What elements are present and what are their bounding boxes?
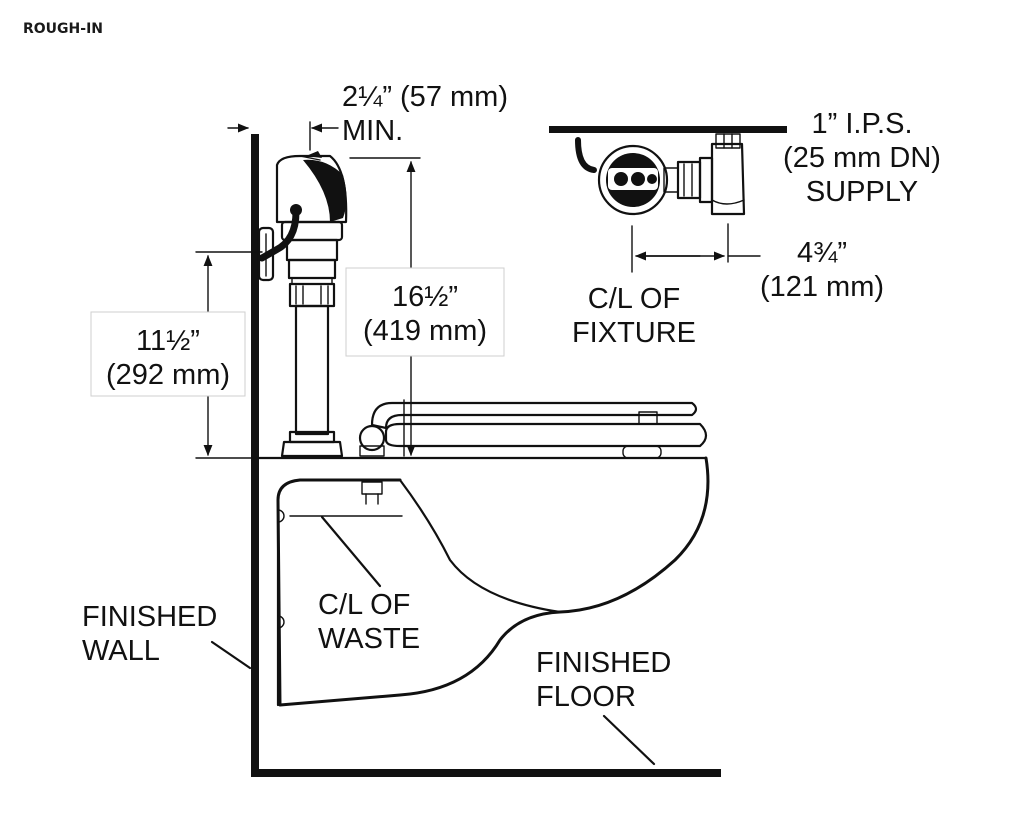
handle-offset-dimension xyxy=(631,223,761,273)
supply-label-line1: 1” I.P.S. xyxy=(811,108,912,140)
floor-label-line1: FINISHED xyxy=(536,647,671,679)
toilet-seat xyxy=(358,401,708,459)
toilet-bowl xyxy=(257,456,710,707)
plan-wall-bar xyxy=(549,126,787,133)
handle-offset-label-line1: 4¾” xyxy=(797,237,847,269)
offset-min-label: MIN. xyxy=(342,115,403,147)
plan-view-valve xyxy=(575,133,746,216)
fixture-height-dimension xyxy=(349,157,421,457)
fixture-height-box xyxy=(345,267,505,357)
valve-height-label-line1: 11½” xyxy=(136,325,200,357)
valve-height-label-line2: (292 mm) xyxy=(106,359,230,391)
flushometer-valve xyxy=(257,151,348,458)
floor-leader-line xyxy=(602,714,656,766)
finished-wall xyxy=(251,134,259,777)
offset-value-label: 2¼” (57 mm) xyxy=(342,81,508,113)
fixture-height-label-line2: (419 mm) xyxy=(363,315,487,347)
fixture-height-label-line1: 16½” xyxy=(392,281,458,313)
fixture-cl-label-line1: C/L OF xyxy=(588,283,680,315)
sensor-window xyxy=(303,159,347,222)
wall-label-line2: WALL xyxy=(82,635,160,667)
finished-floor xyxy=(251,769,721,777)
wall-leader-line xyxy=(210,640,252,670)
supply-label-line2: (25 mm DN) xyxy=(783,142,941,174)
fixture-cl-label-line2: FIXTURE xyxy=(572,317,696,349)
wall-label-line1: FINISHED xyxy=(82,601,217,633)
waste-leader-line xyxy=(320,515,382,588)
waste-cl-label-line2: WASTE xyxy=(318,623,420,655)
waste-cl-label-line1: C/L OF xyxy=(318,589,410,621)
valve-height-box xyxy=(90,311,246,397)
handle-offset-label-line2: (121 mm) xyxy=(760,271,884,303)
section-heading: ROUGH-IN xyxy=(23,21,103,37)
floor-label-line2: FLOOR xyxy=(536,681,636,713)
supply-label-line3: SUPPLY xyxy=(806,176,918,208)
offset-dimension xyxy=(227,121,339,151)
valve-height-dimension xyxy=(195,251,263,459)
